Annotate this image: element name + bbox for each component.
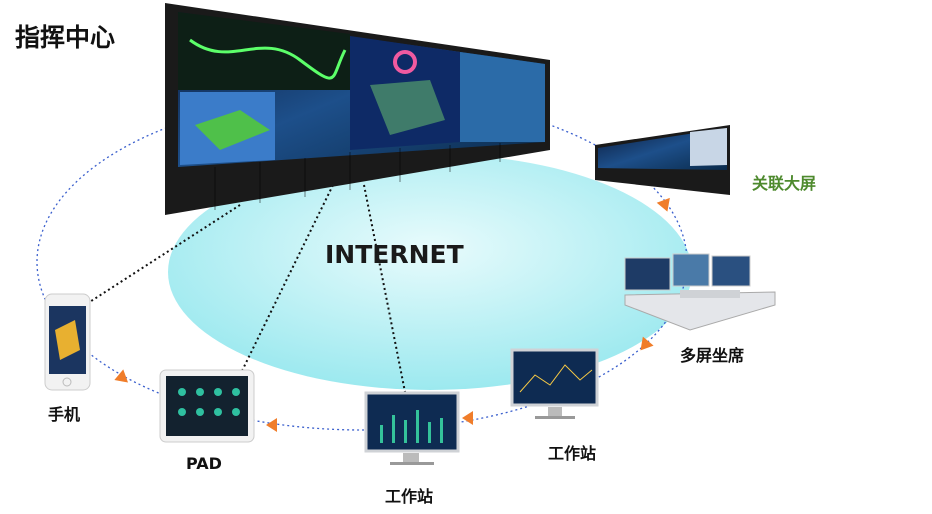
- phone-device: [44, 293, 91, 391]
- phone-label: 手机: [48, 405, 81, 424]
- multi-screen-console: [624, 253, 776, 331]
- internet-label: INTERNET: [325, 240, 464, 269]
- multi-screen-seat-label: 多屏坐席: [680, 346, 745, 365]
- linked-screen-wall: [595, 125, 730, 195]
- flow-arrows: [114, 197, 670, 432]
- pad-label: PAD: [186, 454, 222, 473]
- workstation-monitor-center: [364, 391, 460, 465]
- linked-screen-label: 关联大屏: [752, 174, 817, 193]
- connection-lines: [84, 184, 406, 393]
- workstation-center-label: 工作站: [385, 487, 434, 506]
- workstation-monitor-right: [510, 348, 599, 419]
- pad-device: [159, 369, 255, 443]
- internet-cloud: [168, 154, 692, 390]
- workstation-right-label: 工作站: [548, 444, 597, 463]
- command-center-video-wall: [165, 3, 550, 215]
- command-center-title: 指挥中心: [15, 23, 116, 52]
